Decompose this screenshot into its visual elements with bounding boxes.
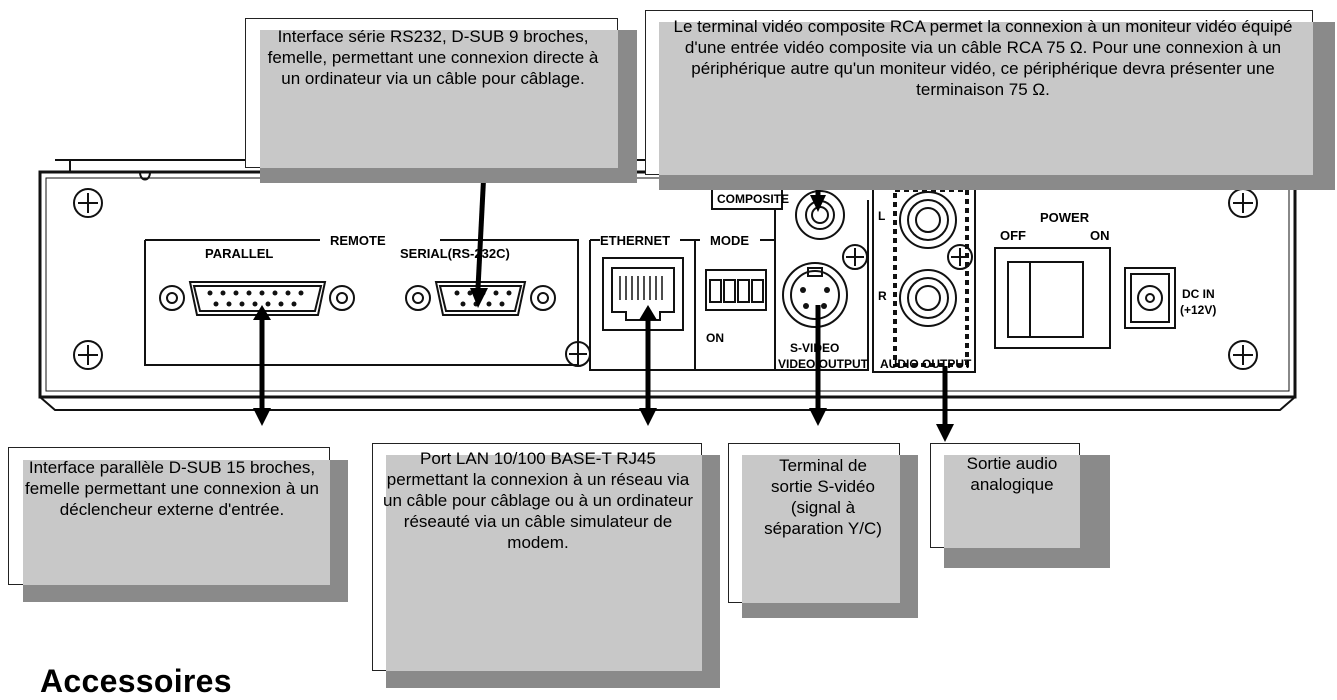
mode-dip-switch [705,269,767,311]
ethernet-group-frame [589,239,696,371]
screw-icon [73,340,103,370]
svideo-jack [782,262,848,328]
serial-arrow [475,169,487,289]
parallel-callout: Interface parallèle D-SUB 15 broches, fe… [8,447,348,602]
screw-icon [1228,340,1258,370]
audio-right-rca-jack [899,269,957,327]
power-on-label: ON [1090,228,1110,243]
remote-group-frame [144,239,579,366]
ethernet-label: ETHERNET [600,233,670,248]
section-heading: Accessoires [40,663,232,699]
power-label: POWER [1040,210,1090,225]
audio-callout-text: Sortie audio analogique [966,454,1058,494]
audio-callout: Sortie audio analogique [930,443,1110,568]
panel-outline [38,170,1297,399]
composite-callout: Le terminal vidéo composite RCA permet l… [645,10,1335,190]
parallel-connector [159,281,355,316]
power-switch [994,247,1111,349]
audio-right-label: R [878,289,887,303]
ethernet-port [602,257,684,331]
parallel-label: PARALLEL [205,246,273,261]
power-off-label: OFF [1000,228,1026,243]
svideo-label: S-VIDEO [790,341,839,355]
svideo-callout: Terminal de sortie S-vidéo (signal à sép… [728,443,918,618]
audio-output-label: AUDIO OUTPUT [880,357,972,371]
lan-callout-text: Port LAN 10/100 BASE-T RJ45 permettant l… [382,449,693,552]
remote-label: REMOTE [330,233,386,248]
serial-callout-text: Interface série RS232, D-SUB 9 broches, … [267,27,599,88]
serial-label: SERIAL(RS-232C) [400,246,510,261]
video-output-frame [774,200,869,371]
dc-in-jack [1124,267,1176,329]
serial-callout: Interface série RS232, D-SUB 9 broches, … [245,18,637,183]
svideo-callout-text: Terminal de sortie S-vidéo (signal à sép… [764,456,882,538]
mode-label: MODE [710,233,749,248]
dcin-voltage-label: (+12V) [1180,303,1216,317]
audio-left-label: L [878,209,885,223]
screw-icon [947,244,973,270]
parallel-callout-text: Interface parallèle D-SUB 15 broches, fe… [25,458,319,519]
dcin-label: DC IN [1182,287,1215,301]
mode-on-label: ON [706,331,724,345]
audio-highlight-box [893,188,969,367]
audio-left-rca-jack [899,191,957,249]
video-output-label: VIDEO OUTPUT [778,357,869,371]
composite-label: COMPOSITE [717,192,789,206]
lan-callout: Port LAN 10/100 BASE-T RJ45 permettant l… [372,443,720,688]
composite-callout-text: Le terminal vidéo composite RCA permet l… [673,17,1293,99]
screw-icon [73,188,103,218]
